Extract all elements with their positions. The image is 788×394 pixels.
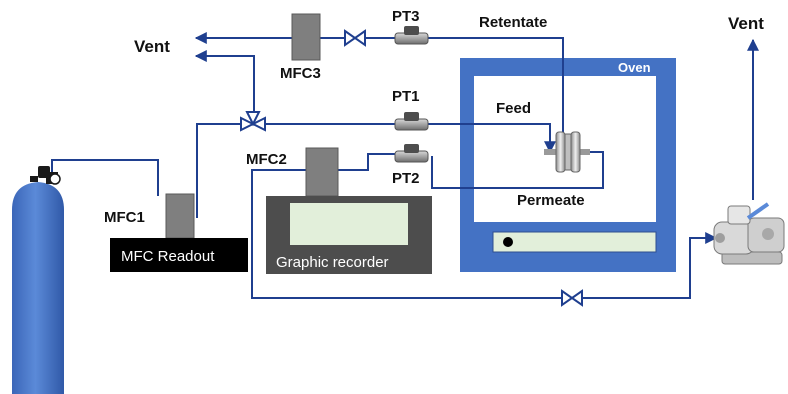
pt3-label: PT3 — [392, 8, 420, 25]
mfc1-label: MFC1 — [104, 209, 145, 226]
membrane-module-icon — [544, 131, 590, 173]
mfc1-unit — [165, 193, 195, 239]
line-pt2-to-mfc2 — [338, 153, 395, 171]
needle-valve-icon — [561, 289, 583, 307]
line-mfc2-to-pump — [251, 169, 562, 299]
oven-indicator-light — [503, 237, 513, 247]
line-valve-to-vent — [194, 50, 255, 118]
line-valve-to-pump — [582, 232, 718, 299]
pt1-pressure-transducer-icon — [394, 112, 429, 131]
mfc2-unit — [305, 147, 339, 197]
mfc3-unit — [291, 13, 321, 61]
gas-cylinder-icon — [12, 166, 64, 394]
three-way-valve-icon — [240, 111, 266, 132]
line-retentate — [428, 37, 564, 146]
feed-label: Feed — [496, 100, 531, 117]
pt2-label: PT2 — [392, 170, 420, 187]
mfc-readout-box — [110, 238, 248, 272]
line-feed — [428, 123, 556, 154]
needle-valve-icon — [344, 29, 366, 47]
line-permeate — [431, 151, 604, 189]
oven-label: Oven — [618, 60, 651, 75]
graphic-recorder-screen — [290, 203, 408, 245]
vent-right-label: Vent — [728, 14, 764, 33]
line-mfc1-to-valve — [196, 123, 240, 218]
pt2-pressure-transducer-icon — [394, 144, 429, 163]
mfc-readout-label: MFC Readout — [121, 248, 215, 265]
vacuum-pump-icon — [713, 202, 785, 265]
mfc2-label: MFC2 — [246, 151, 287, 168]
oven-control-panel — [492, 231, 657, 253]
pt1-label: PT1 — [392, 88, 420, 105]
pt3-pressure-transducer-icon — [394, 26, 429, 45]
vent-left-label: Vent — [134, 37, 170, 56]
graphic-recorder-label: Graphic recorder — [276, 254, 389, 271]
mfc3-label: MFC3 — [280, 65, 321, 82]
retentate-label: Retentate — [479, 14, 547, 31]
permeate-label: Permeate — [517, 192, 585, 209]
line-cylinder-to-mfc1 — [51, 159, 159, 196]
